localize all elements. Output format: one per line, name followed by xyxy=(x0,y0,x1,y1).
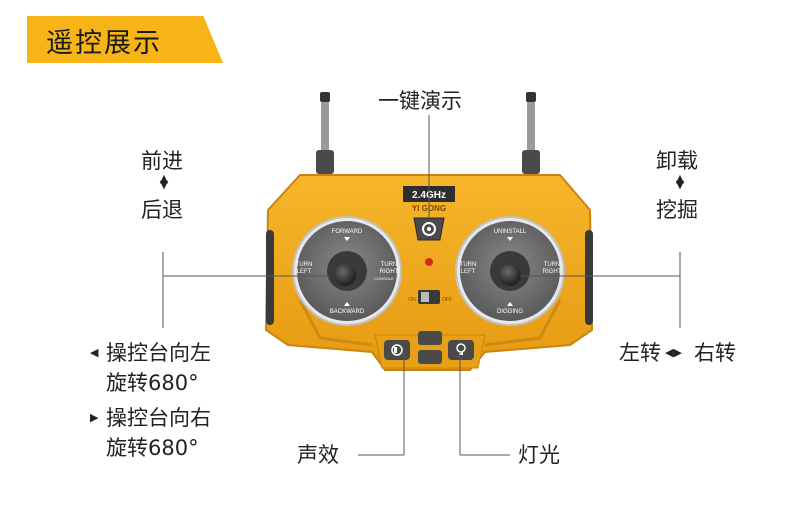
label-light: 灯光 xyxy=(518,443,560,467)
label-rotate-left-1: 操控台向左 xyxy=(106,341,211,365)
svg-text:ON: ON xyxy=(408,297,416,303)
label-demo: 一键演示 xyxy=(378,89,462,113)
svg-text:TURN: TURN xyxy=(460,262,477,268)
power-led xyxy=(425,258,433,266)
svg-text:UNINSTALL: UNINSTALL xyxy=(494,229,527,235)
svg-text:LEFT: LEFT xyxy=(461,269,476,275)
svg-text:RIGHT: RIGHT xyxy=(380,269,399,275)
header-bar xyxy=(27,16,223,63)
label-unload: 卸载 xyxy=(656,149,698,173)
left-joystick-knob xyxy=(334,264,356,286)
label-backward: 后退 xyxy=(141,198,183,222)
label-forward: 前进 xyxy=(141,149,183,173)
label-rotate-right-1: 操控台向右 xyxy=(106,406,211,430)
label-dig: 挖掘 xyxy=(656,198,698,222)
svg-text:RIGHT: RIGHT xyxy=(543,269,562,275)
svg-text:TURN: TURN xyxy=(296,262,313,268)
svg-text:FORWARD: FORWARD xyxy=(332,229,363,235)
left-triangle-icon: ◀ xyxy=(90,346,99,359)
up-down-arrow-icon: ▲▼ xyxy=(675,172,685,191)
svg-text:LEFT: LEFT xyxy=(297,269,312,275)
left-right-arrow-icon: ◀▶ xyxy=(665,346,682,359)
left-antenna xyxy=(316,92,334,174)
svg-text:TURN: TURN xyxy=(544,262,561,268)
label-turn-right: 右转 xyxy=(694,341,736,365)
svg-text:OFF: OFF xyxy=(442,297,452,303)
right-triangle-icon: ▶ xyxy=(90,411,99,424)
svg-text:DIGGING: DIGGING xyxy=(497,309,523,315)
pad-button-up xyxy=(418,331,442,345)
svg-text:TURN: TURN xyxy=(381,262,398,268)
svg-text:BACKWARD: BACKWARD xyxy=(330,309,365,315)
gear-icon xyxy=(422,222,436,236)
label-rotate-right-2: 旋转680° xyxy=(106,436,199,460)
label-turn-left: 左转 xyxy=(619,341,661,365)
bulb-icon xyxy=(456,343,466,355)
label-rotate-left-2: 旋转680° xyxy=(106,371,199,395)
page-title: 遥控展示 xyxy=(46,28,162,59)
svg-text:CONSOLE: CONSOLE xyxy=(374,276,394,281)
right-antenna xyxy=(522,92,540,174)
right-joystick-knob xyxy=(499,264,521,286)
light-button xyxy=(448,340,474,360)
up-down-arrow-icon: ▲▼ xyxy=(159,172,169,191)
speaker-icon xyxy=(391,344,403,356)
label-sound: 声效 xyxy=(297,443,339,467)
pad-button-down xyxy=(418,350,442,364)
